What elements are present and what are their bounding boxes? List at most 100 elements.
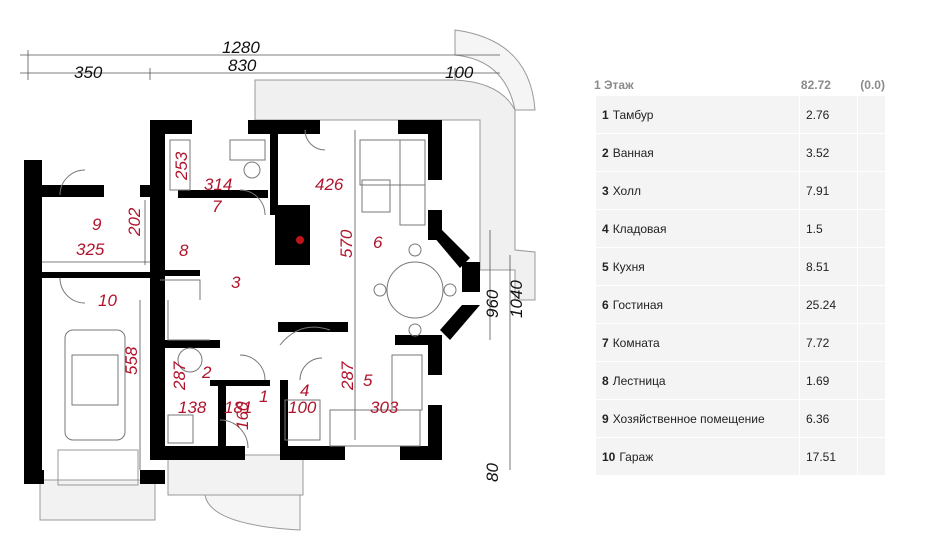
room-name: Кухня	[612, 259, 645, 274]
garage-apron	[39, 479, 156, 521]
room-number: 9	[602, 411, 609, 426]
room-area: 25.24	[800, 286, 857, 324]
room-area: 3.52	[800, 134, 857, 172]
room-number-4: 4	[300, 381, 309, 400]
room-name: Лестница	[612, 373, 666, 388]
room-area: 8.51	[800, 248, 857, 286]
dimension-lines	[20, 50, 511, 470]
dim-287b: 287	[338, 361, 357, 391]
room-number: 1	[602, 107, 609, 122]
room-extra-cell	[858, 96, 885, 134]
dim-total-width: 1280	[222, 38, 260, 57]
room-number-1: 1	[259, 387, 268, 406]
room-extra-cell	[858, 172, 885, 210]
room-number: 2	[602, 145, 609, 160]
room-number: 4	[602, 221, 609, 236]
room-number-5: 5	[363, 371, 373, 390]
room-number: 6	[602, 297, 609, 312]
fireplace-icon	[296, 236, 304, 244]
floor-plan: 1280 350 830 100 960 1040 80 253 314 426…	[20, 29, 536, 531]
room-number: 10	[602, 449, 616, 464]
dim-138: 138	[178, 398, 207, 417]
dim-303: 303	[370, 398, 399, 417]
dim-202: 202	[125, 207, 144, 237]
room-number: 5	[602, 259, 609, 274]
dim-middle-span: 830	[228, 56, 257, 75]
dim-100: 100	[288, 398, 317, 417]
dim-253: 253	[172, 151, 191, 181]
room-area: 7.91	[800, 172, 857, 210]
terrace-bottom	[167, 454, 304, 496]
room-area: 1.69	[800, 362, 857, 400]
room-name: Гараж	[619, 449, 654, 464]
room-number: 8	[602, 373, 609, 388]
floor-extra: (0.0)	[860, 78, 885, 92]
dim-160: 160	[233, 401, 252, 430]
furniture	[64, 139, 457, 447]
room-extra-cell	[858, 248, 885, 286]
room-area: 17.51	[800, 438, 857, 476]
dim-570: 570	[337, 229, 356, 258]
dim-181: 181	[224, 398, 252, 417]
room-extra-cell	[858, 324, 885, 362]
terrace-arc	[454, 29, 536, 111]
dim-426: 426	[315, 175, 344, 194]
room-number-7: 7	[212, 197, 222, 216]
porch-arc	[204, 494, 301, 531]
room-name: Холл	[612, 183, 641, 198]
floor-name: 1 Этаж	[594, 78, 634, 92]
room-name: Хозяйственное помещение	[612, 411, 765, 426]
room-area: 6.36	[800, 400, 857, 438]
room-number-2: 2	[201, 363, 212, 382]
room-number-8: 8	[179, 241, 189, 260]
dim-depth-1040: 1040	[507, 280, 526, 318]
room-number: 3	[602, 183, 609, 198]
room-area: 7.72	[800, 324, 857, 362]
room-extra-cell	[858, 210, 885, 248]
terrace-right	[254, 79, 536, 301]
floor-summary-row: 1 Этаж 82.72 (0.0)	[590, 74, 890, 96]
room-name: Комната	[612, 335, 660, 350]
dim-depth-80: 80	[483, 463, 502, 482]
room-number-6: 6	[373, 233, 383, 252]
dim-287a: 287	[170, 361, 189, 391]
room-extra-cell	[858, 400, 885, 438]
doors	[59, 129, 326, 449]
room-number: 7	[602, 335, 609, 350]
room-name: Ванная	[612, 145, 654, 160]
room-area: 1.5	[800, 210, 857, 248]
room-number-9: 9	[92, 215, 102, 234]
walls	[24, 120, 480, 484]
room-extra-cell	[858, 286, 885, 324]
room-name: Тамбур	[612, 107, 654, 122]
room-extra-cell	[858, 438, 885, 476]
room-extra-cell	[858, 362, 885, 400]
dim-325: 325	[76, 240, 105, 259]
room-name: Кладовая	[612, 221, 667, 236]
dim-314: 314	[204, 175, 232, 194]
room-number-10: 10	[98, 291, 117, 310]
dim-depth-960: 960	[483, 289, 502, 318]
dim-left-span: 350	[74, 63, 103, 82]
room-number-3: 3	[231, 273, 241, 292]
